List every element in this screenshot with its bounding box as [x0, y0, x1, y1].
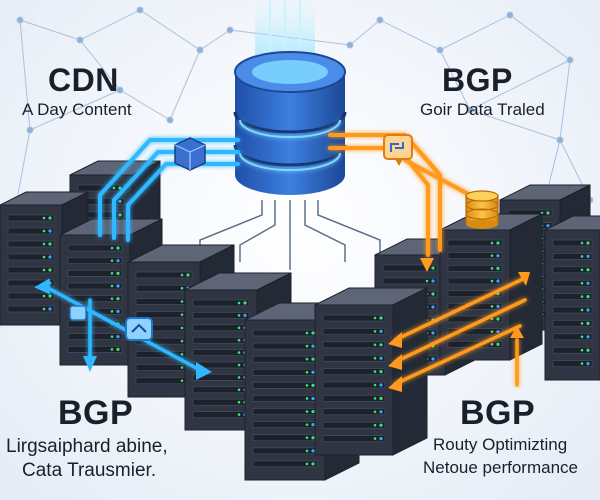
mesh-node [566, 56, 574, 64]
mesh-link [559, 59, 571, 141]
mesh-link [509, 14, 571, 61]
mesh-node [16, 16, 24, 24]
database-icon [233, 51, 347, 195]
cyan-bidirectional-flow [46, 286, 202, 372]
mesh-link [139, 9, 201, 51]
mesh-node [26, 126, 34, 134]
mesh-link [29, 89, 121, 131]
mesh-node [166, 116, 174, 124]
lock-icon [69, 305, 87, 321]
mesh-link [469, 109, 561, 141]
coin-stack-icon [465, 190, 499, 229]
bgp-bottom-left-title: BGP [58, 394, 134, 432]
data-packet-icon [174, 137, 206, 171]
mesh-node [376, 16, 384, 24]
mesh-link [169, 49, 201, 121]
bgp-top-right-subtitle: Goir Data Traled [420, 100, 545, 119]
mesh-node [76, 36, 84, 44]
mesh-node [556, 136, 564, 144]
mesh-node [136, 6, 144, 14]
mesh-link [79, 39, 121, 91]
network-packet-icon [125, 317, 153, 341]
mesh-link [439, 14, 511, 51]
orange-arrowheads [388, 272, 530, 392]
mesh-node [466, 106, 474, 114]
bgp-bottom-right-line2: Netoue performance [423, 458, 578, 477]
mesh-link [119, 89, 171, 121]
cyan-arrowhead-right [196, 362, 212, 380]
mesh-link [19, 19, 81, 41]
orange-arrowhead [420, 258, 434, 272]
mesh-link [79, 9, 141, 41]
bgp-bottom-left-line2: Cata Trausmier. [22, 460, 157, 481]
bgp-bottom-right-title: BGP [460, 394, 536, 432]
router-icon [383, 134, 413, 166]
cyan-arrowhead-left [34, 278, 50, 295]
mesh-link [469, 59, 571, 111]
server-rack-icon [314, 287, 428, 456]
cdn-subtitle: A Day Content [22, 100, 132, 119]
server-rack-icon [439, 213, 543, 361]
mesh-node [436, 46, 444, 54]
mesh-node [226, 26, 234, 34]
cdn-title: CDN [48, 62, 119, 98]
mesh-link [349, 19, 381, 46]
mesh-node [116, 86, 124, 94]
mesh-link [19, 19, 31, 131]
mesh-node [506, 11, 514, 19]
bgp-bottom-right-line1: Routy Optimizting [433, 435, 568, 454]
mesh-link [379, 19, 441, 51]
orange-data-flow [328, 133, 472, 257]
server-rack-icon [544, 215, 600, 381]
orange-bidirectional-flow [393, 276, 527, 387]
mesh-node [196, 46, 204, 54]
mesh-link [439, 49, 471, 111]
mesh-link [199, 29, 231, 51]
mesh-node [346, 41, 354, 49]
cyan-arrowhead-down [83, 356, 97, 372]
bgp-top-right-title: BGP [442, 62, 513, 98]
bgp-bottom-left-line1: Lirgsaiphard abine, [6, 436, 168, 457]
